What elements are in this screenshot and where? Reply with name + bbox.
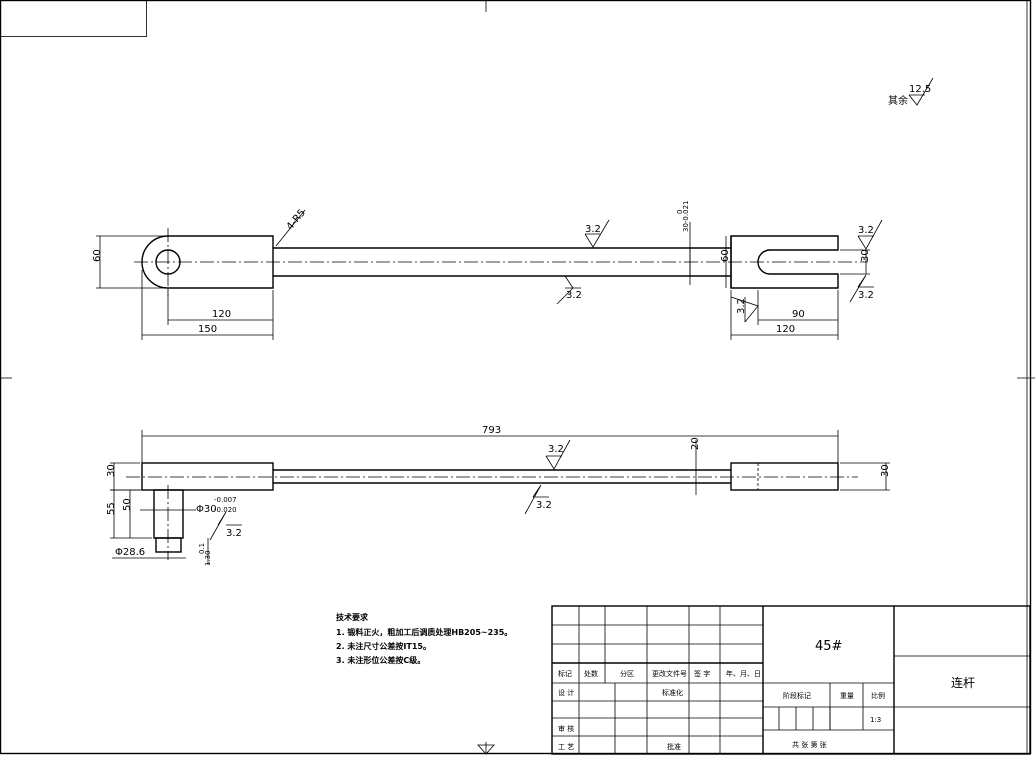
roughness-top-symbol <box>584 219 610 248</box>
right-fork-outline <box>730 235 839 289</box>
dim-1-30-sup: 0.1 <box>198 543 206 554</box>
detail-view: 55 50 Φ30 -0.007 -0.020 3.2 Φ28.6 1.30 0… <box>106 485 242 566</box>
top-view: 60 120 150 4-R5 3.2 3.2 30-0.021 0 60 30… <box>92 201 883 340</box>
process-label: 工 艺 <box>558 743 574 751</box>
dim-90: 90 <box>792 309 805 320</box>
roughness-bottom-symbol <box>556 275 581 305</box>
roughness-right-bottom-value: 3.2 <box>858 290 874 301</box>
scale-label: 比例 <box>871 691 885 700</box>
material: 45# <box>815 639 842 654</box>
dim-overall: 793 <box>482 425 501 436</box>
review-label: 审 核 <box>558 724 574 733</box>
note-1: 1. 锻料正火，粗加工后调质处理HB205~235。 <box>336 627 512 637</box>
dim-right-30: 30 <box>860 249 871 262</box>
dim-left-height: 60 <box>92 249 103 262</box>
roughness-top-value: 3.2 <box>585 224 601 235</box>
front-view: 793 30 30 20 3.2 3.2 <box>106 425 891 515</box>
dim-1-30: 1.30 <box>204 550 212 566</box>
stage-mark-label: 阶段标记 <box>783 691 811 700</box>
header-sign: 签 字 <box>694 669 710 678</box>
dim-50: 50 <box>122 498 133 511</box>
title-block: 45# 连杆 标记 处数 分区 更改文件号 签 字 年、月、日 设 计 标准化 … <box>551 605 1031 755</box>
dia-30-lower: -0.020 <box>214 506 237 514</box>
detail-roughness: 3.2 <box>226 528 242 539</box>
dim-120-right: 120 <box>776 324 795 335</box>
sheets-label: 共 张 第 张 <box>792 740 827 749</box>
dim-right-60: 60 <box>720 249 731 262</box>
roughness-right-top-value: 3.2 <box>858 225 874 236</box>
note-3: 3. 未注形位公差按C级。 <box>336 655 425 665</box>
default-roughness-prefix: 其余 <box>888 94 908 107</box>
dim-right-30-front: 30 <box>880 464 891 477</box>
pin-neck <box>155 537 182 553</box>
dim-left-30: 30 <box>106 464 117 477</box>
header-mark: 标记 <box>558 669 572 678</box>
front-rod-outline <box>273 469 731 484</box>
notes-title: 技术要求 <box>336 612 369 622</box>
tol-upper: 0 <box>676 210 684 214</box>
approve-label: 批准 <box>667 742 681 751</box>
tol-dim: 30-0.021 <box>682 201 690 232</box>
dim-120-left: 120 <box>212 309 231 320</box>
technical-notes: 技术要求 1. 锻料正火，粗加工后调质处理HB205~235。 2. 未注尺寸公… <box>336 612 512 665</box>
scale-value: 1:3 <box>870 716 881 724</box>
right-end-body <box>730 462 839 491</box>
pin-body <box>153 489 184 539</box>
dia-28-6: Φ28.6 <box>115 547 145 558</box>
code-box <box>0 0 147 37</box>
part-name: 连杆 <box>951 675 975 690</box>
note-2: 2. 未注尺寸公差按IT15。 <box>336 641 431 651</box>
standardize-label: 标准化 <box>662 688 683 697</box>
header-zone: 分区 <box>620 669 634 678</box>
dim-55: 55 <box>106 502 117 515</box>
dia-30-upper: -0.007 <box>214 496 237 504</box>
dim-150: 150 <box>198 324 217 335</box>
rod-outline <box>273 247 690 277</box>
dim-20: 20 <box>690 437 701 450</box>
left-eye-outline <box>141 235 274 289</box>
header-date: 年、月、日 <box>726 669 761 678</box>
roughness-step-value: 3.2 <box>736 298 747 314</box>
dia-30: Φ30 <box>196 504 217 515</box>
default-roughness-symbol: 其余 12.5 <box>888 77 934 107</box>
front-roughness-bottom: 3.2 <box>536 500 552 511</box>
header-change-doc: 更改文件号 <box>652 669 687 678</box>
design-label: 设 计 <box>558 688 574 697</box>
left-end-body <box>141 462 274 491</box>
roughness-bottom-value: 3.2 <box>566 290 582 301</box>
front-roughness-top: 3.2 <box>548 444 564 455</box>
header-count: 处数 <box>584 669 598 678</box>
weight-label: 重量 <box>840 692 854 700</box>
default-roughness-value: 12.5 <box>909 84 931 95</box>
